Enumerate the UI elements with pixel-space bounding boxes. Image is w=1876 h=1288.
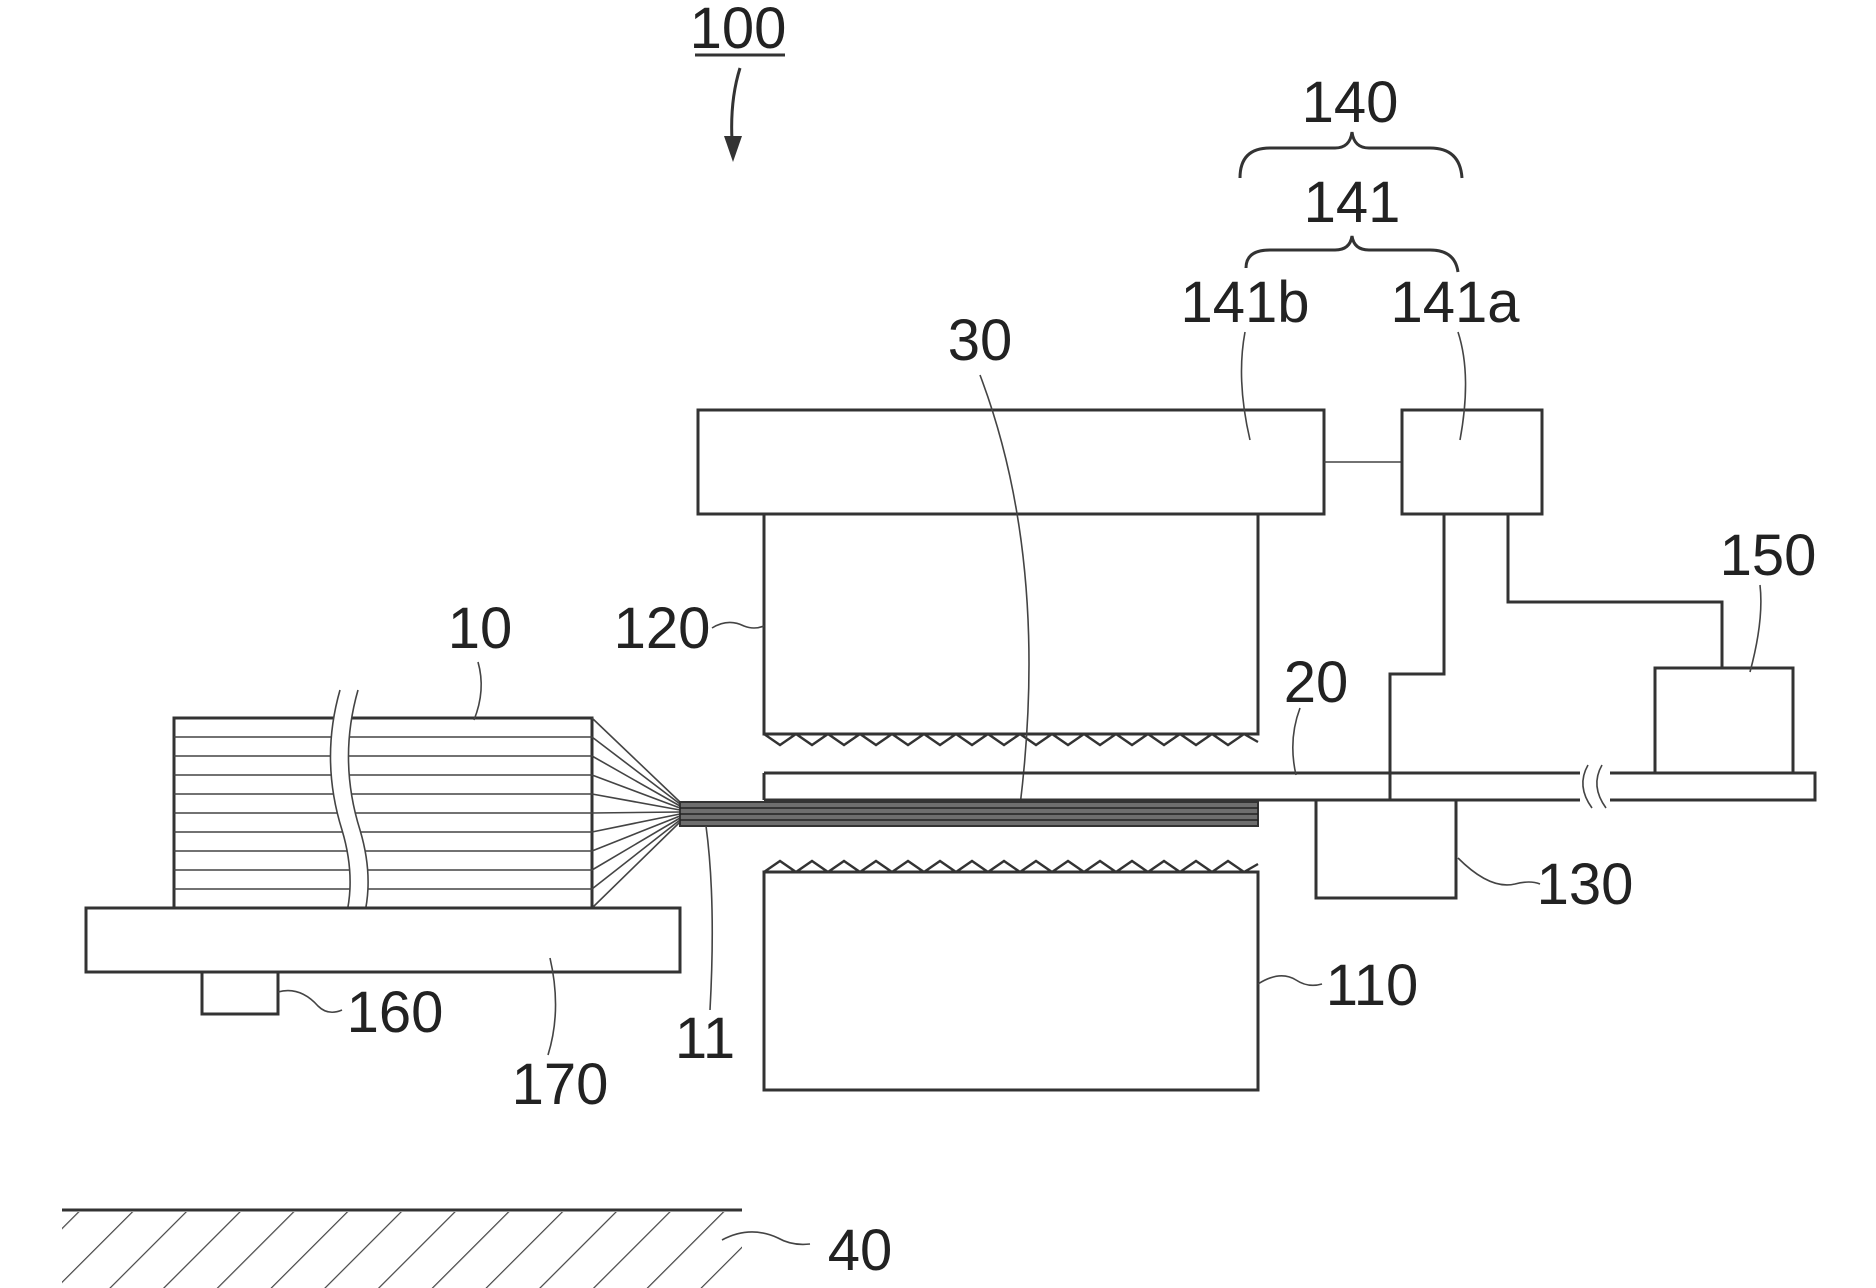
lead-plate-20 [764, 773, 1815, 800]
label-20: 20 [1284, 650, 1349, 715]
leader-130 [1458, 858, 1540, 885]
brace-141 [1246, 236, 1458, 272]
label-30: 30 [948, 308, 1013, 373]
horn-120-teeth [764, 734, 1258, 745]
leader-20 [1293, 708, 1300, 775]
leader-110 [1258, 976, 1322, 986]
base-plate-170 [86, 908, 680, 972]
label-170: 170 [512, 1052, 609, 1117]
label-100: 100 [690, 0, 787, 61]
label-130: 130 [1537, 852, 1634, 917]
break-mark-right [1597, 765, 1606, 808]
label-160: 160 [347, 980, 444, 1045]
label-141b: 141b [1180, 270, 1309, 335]
ground-40-hatch [62, 1212, 742, 1288]
upper-plate-141b [698, 410, 1324, 514]
block-150 [1655, 668, 1793, 773]
leader-120 [712, 622, 764, 628]
label-141: 141 [1304, 170, 1401, 235]
label-120: 120 [614, 596, 711, 661]
wire-141a-to-130 [1390, 514, 1444, 800]
label-40: 40 [828, 1218, 893, 1283]
label-140: 140 [1302, 70, 1399, 135]
block-141a [1402, 410, 1542, 514]
leader-11 [706, 826, 712, 1010]
label-110: 110 [1326, 953, 1418, 1018]
anvil-110 [764, 872, 1258, 1090]
block-160 [202, 972, 278, 1014]
leader-10 [474, 662, 481, 720]
label-10: 10 [448, 596, 513, 661]
label-150: 150 [1720, 523, 1817, 588]
label-100-arrow-shaft [732, 68, 740, 140]
anvil-110-teeth [764, 861, 1258, 872]
electrode-tabs-11 [592, 718, 680, 908]
label-11: 11 [675, 1006, 735, 1071]
block-130 [1316, 800, 1456, 898]
label-100-arrowhead [724, 136, 742, 162]
leader-150 [1750, 585, 1761, 672]
horn-120 [764, 514, 1258, 734]
wire-141a-to-150 [1508, 514, 1722, 668]
leader-160 [278, 991, 342, 1013]
label-141a: 141a [1390, 270, 1520, 335]
break-mark-left [1583, 765, 1592, 808]
